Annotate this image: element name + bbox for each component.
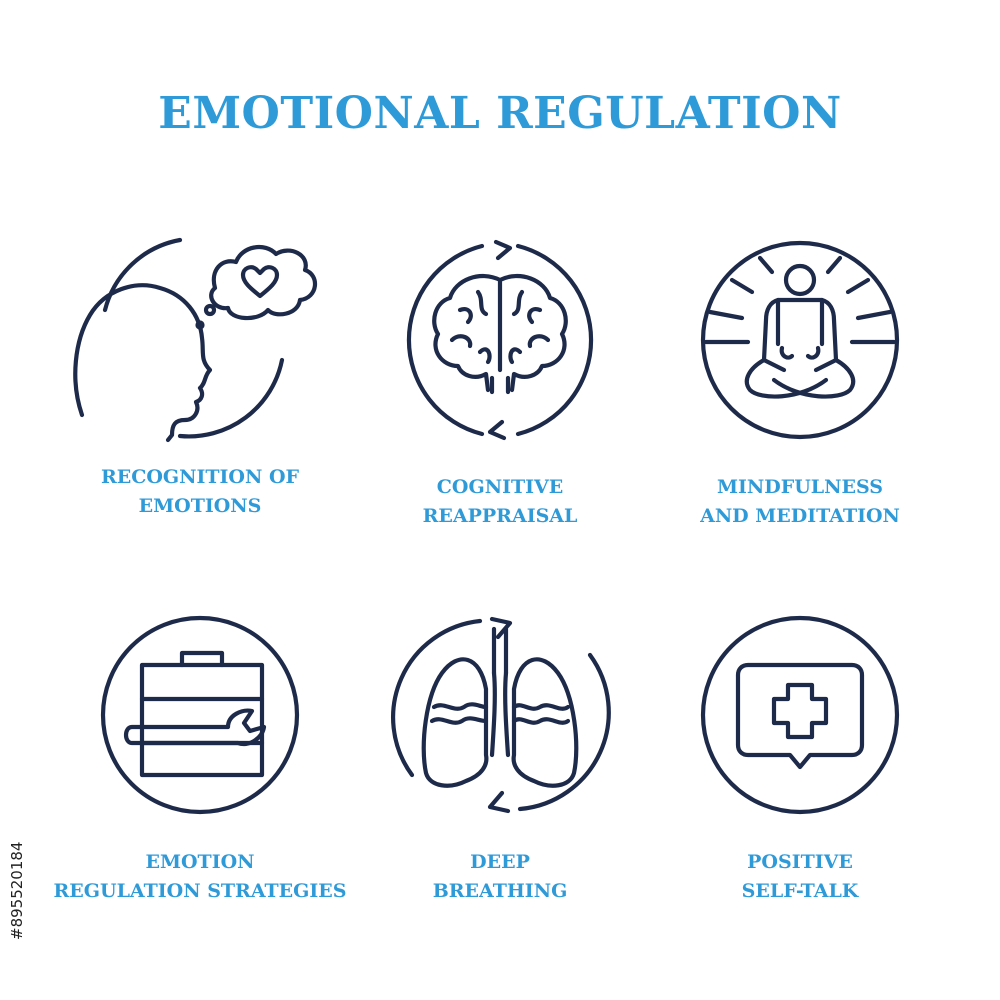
item-label: DEEP BREATHING — [432, 851, 568, 902]
item-label: MINDFULNESS AND MEDITATION — [700, 476, 900, 527]
speech-bubble-plus-icon — [700, 615, 900, 815]
item-label: COGNITIVE REAPPRAISAL — [422, 476, 578, 527]
item-label: RECOGNITION OF EMOTIONS — [100, 466, 300, 517]
item-label: EMOTION REGULATION STRATEGIES — [53, 851, 347, 902]
item-label: POSITIVE SELF-TALK — [741, 851, 859, 902]
brain-cycle-icon — [406, 239, 594, 441]
page-title: EMOTIONAL REGULATION — [158, 88, 842, 139]
meditating-person-icon — [700, 240, 900, 440]
lungs-cycle-icon — [391, 616, 611, 814]
head-thought-heart-icon — [73, 237, 317, 443]
toolbox-wrench-icon — [100, 615, 300, 815]
